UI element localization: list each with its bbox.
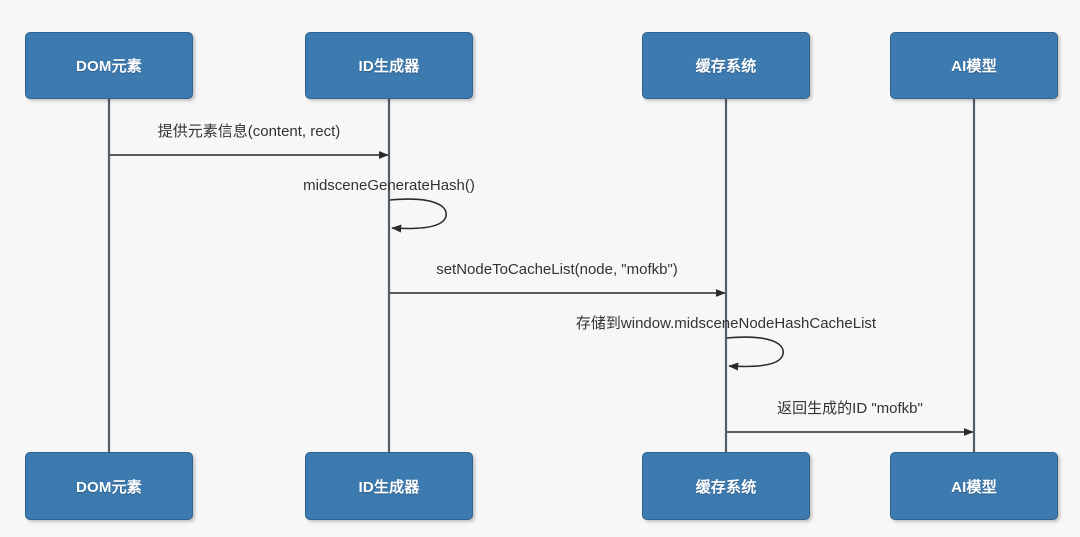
participant-box-bottom-dom[interactable]: DOM元素 xyxy=(25,452,193,520)
participant-box-top-idgen[interactable]: ID生成器 xyxy=(305,32,473,99)
participant-box-top-dom[interactable]: DOM元素 xyxy=(25,32,193,99)
participant-label-cache: 缓存系统 xyxy=(695,58,757,75)
participant-label-idgen: ID生成器 xyxy=(358,58,420,75)
lifeline-group xyxy=(107,99,976,452)
participant-label-bottom-cache: 缓存系统 xyxy=(695,478,757,496)
message-self-loop-2 xyxy=(389,198,447,233)
participant-label-ai: AI模型 xyxy=(951,58,997,75)
participant-box-top-ai[interactable]: AI模型 xyxy=(890,32,1058,99)
participant-box-top-cache[interactable]: 缓存系统 xyxy=(642,32,810,99)
message-label-2: midsceneGenerateHash() xyxy=(303,177,475,194)
participant-box-bottom-cache[interactable]: 缓存系统 xyxy=(642,452,810,520)
message-self-loop-4 xyxy=(726,336,784,371)
message-label-3: setNodeToCacheList(node, "mofkb") xyxy=(436,261,678,278)
message-label-1: 提供元素信息(content, rect) xyxy=(157,123,341,140)
participant-label-bottom-idgen: ID生成器 xyxy=(358,478,420,496)
participant-label-dom: DOM元素 xyxy=(76,58,142,75)
participant-label-bottom-ai: AI模型 xyxy=(951,478,997,496)
message-label-5: 返回生成的ID "mofkb" xyxy=(777,400,923,417)
participant-label-bottom-dom: DOM元素 xyxy=(76,478,142,496)
message-label-4: 存储到window.midsceneNodeHashCacheList xyxy=(575,315,877,332)
participant-box-bottom-idgen[interactable]: ID生成器 xyxy=(305,452,473,520)
participant-box-bottom-ai[interactable]: AI模型 xyxy=(890,452,1058,520)
